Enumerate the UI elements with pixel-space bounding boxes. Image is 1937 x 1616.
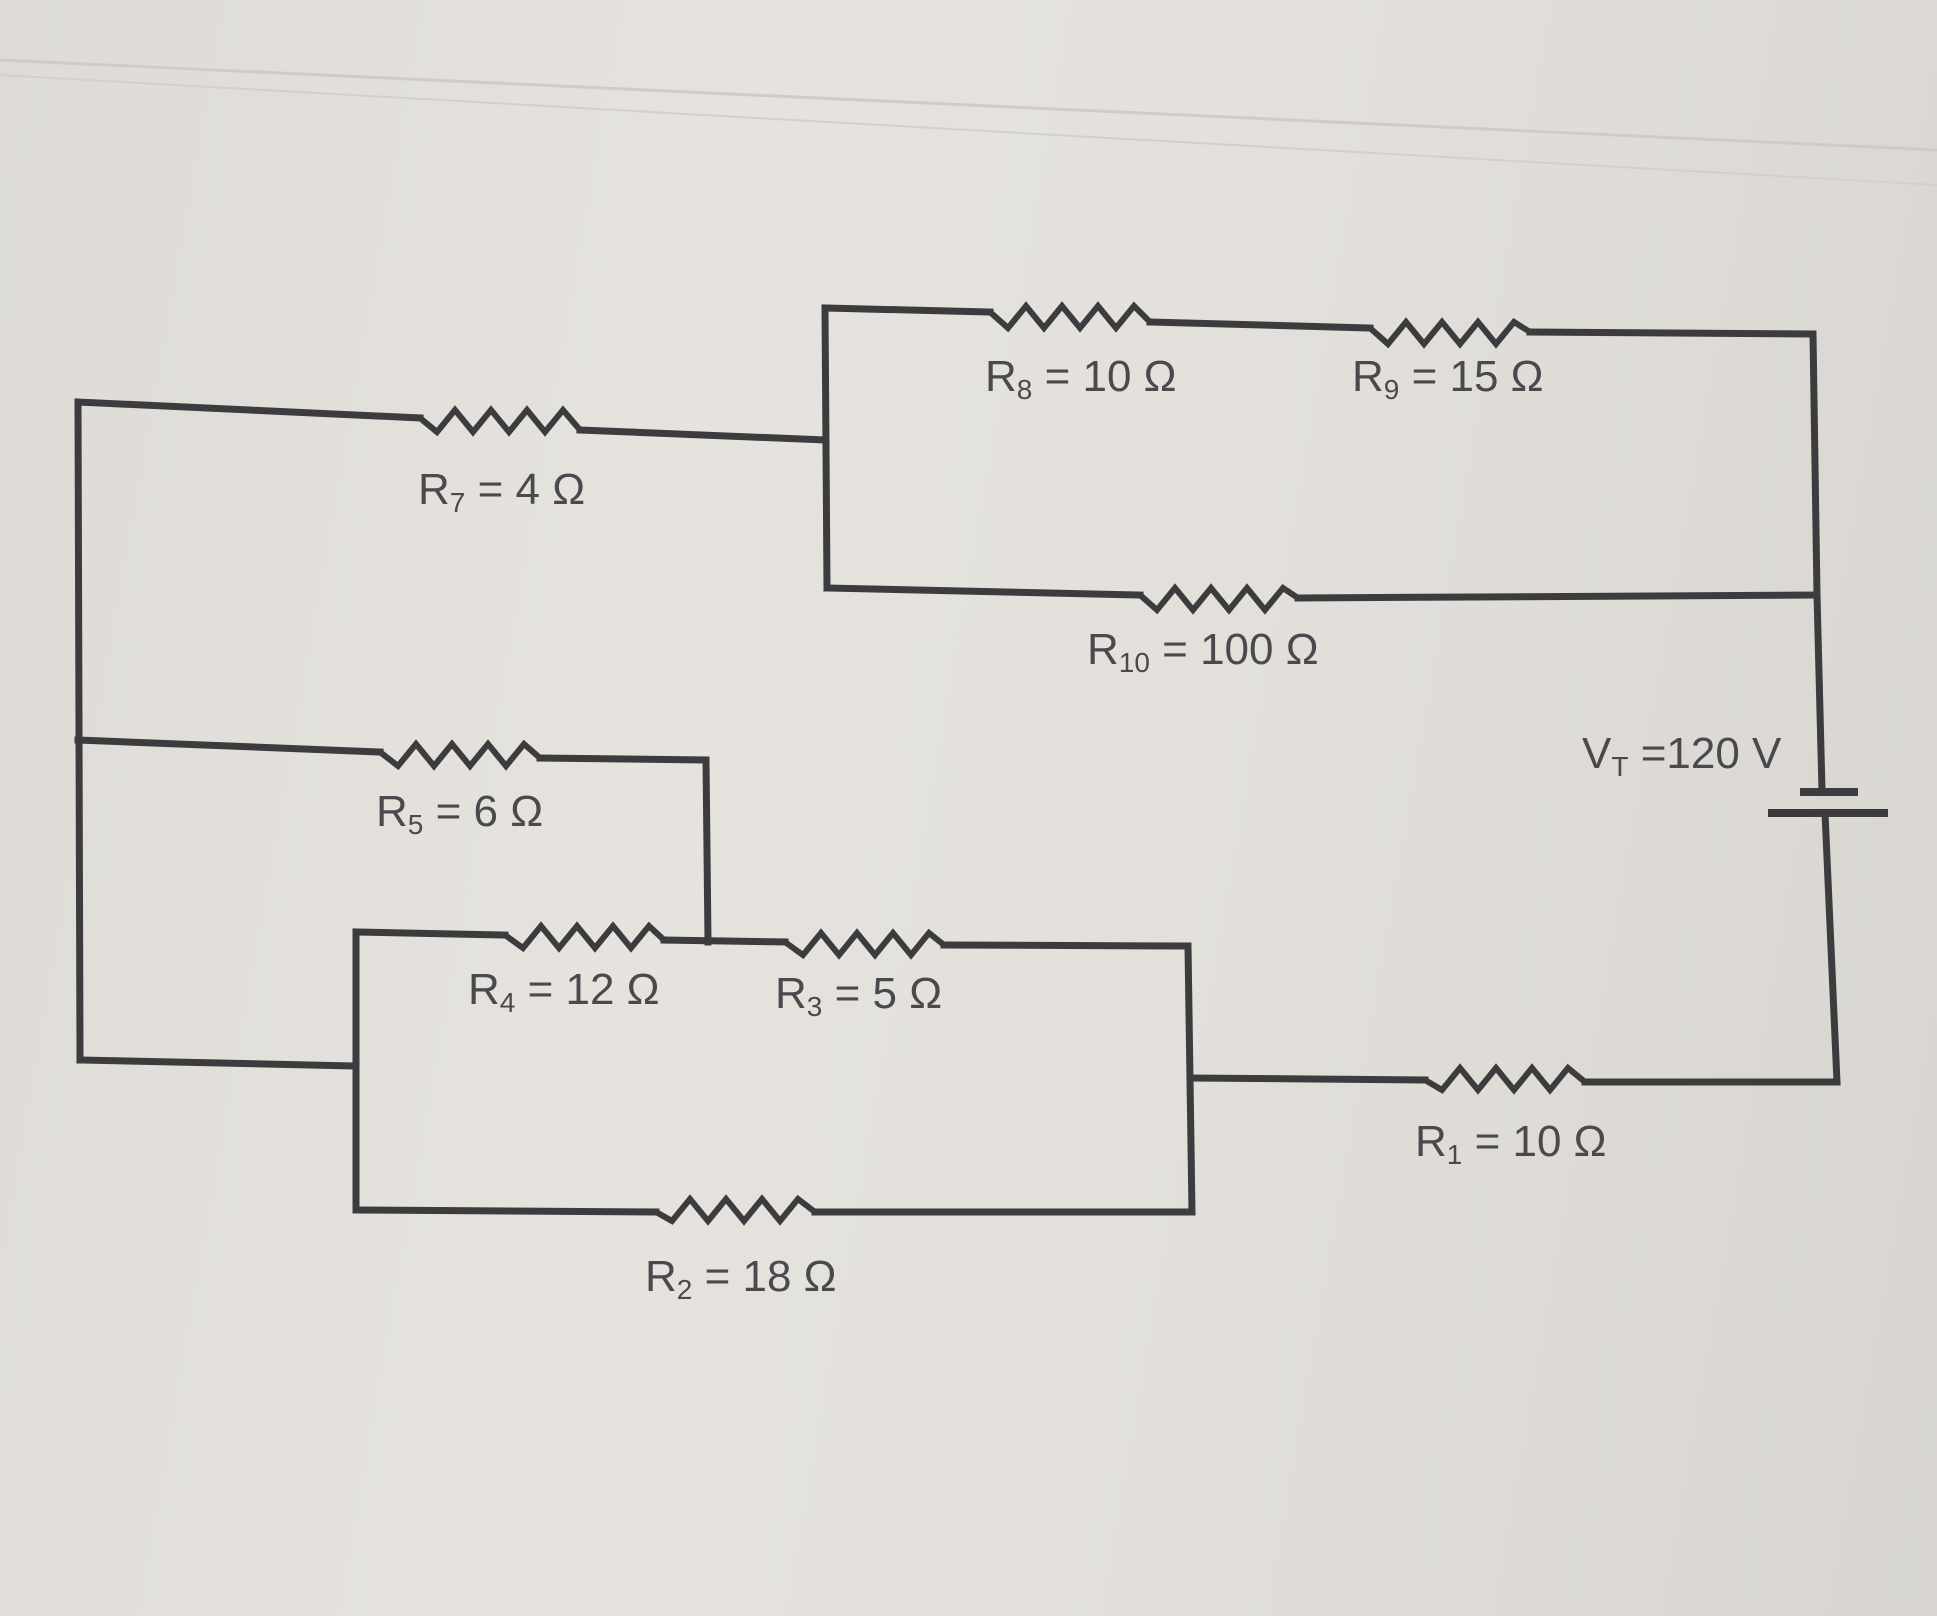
resistor-r1 <box>1423 1063 1587 1095</box>
wire-bottom-left <box>76 1056 360 1070</box>
resistor-r10 <box>1138 583 1300 615</box>
wire-r2-left <box>352 1206 660 1216</box>
resistor-r2 <box>654 1194 817 1226</box>
wire-right-to-battery <box>1813 591 1826 794</box>
wire-left-top <box>74 398 424 1064</box>
label-r2: R2 = 18 Ω <box>645 1252 837 1305</box>
wire-r4-r3 <box>660 936 789 946</box>
wire-r5-right <box>536 754 712 946</box>
resistor-r9 <box>1368 317 1532 349</box>
wire-lower-loop-left <box>352 928 509 1214</box>
wire-r7-right <box>576 426 829 444</box>
wire-upper-left <box>821 304 994 592</box>
resistor-r8 <box>988 301 1153 333</box>
resistor-r7 <box>418 405 583 437</box>
label-r1: R1 = 10 Ω <box>1415 1117 1607 1170</box>
label-r8: R8 = 10 Ω <box>985 352 1177 405</box>
label-r3: R3 = 5 Ω <box>775 969 943 1022</box>
wire-r10-right <box>1294 591 1821 602</box>
wire-r1-left <box>1188 1074 1429 1084</box>
label-r7: R7 = 4 Ω <box>418 465 586 518</box>
resistor-r3 <box>783 928 946 960</box>
label-r4: R4 = 12 Ω <box>468 965 660 1018</box>
wire-lower-loop-right <box>811 941 1196 1216</box>
label-r5: R5 = 6 Ω <box>376 787 544 840</box>
label-vt: VT =120 V <box>1582 729 1782 782</box>
wire-r10-left <box>823 584 1144 599</box>
resistor-r5 <box>378 739 542 771</box>
label-r9: R9 = 15 Ω <box>1352 352 1544 405</box>
wire-r5-left <box>74 736 384 756</box>
label-r10: R10 = 100 Ω <box>1087 625 1319 678</box>
wire-battery-down <box>1581 809 1841 1086</box>
resistor-r4 <box>503 921 667 953</box>
wire-upper-right <box>1526 328 1821 599</box>
wire-r8-r9 <box>1146 318 1374 332</box>
